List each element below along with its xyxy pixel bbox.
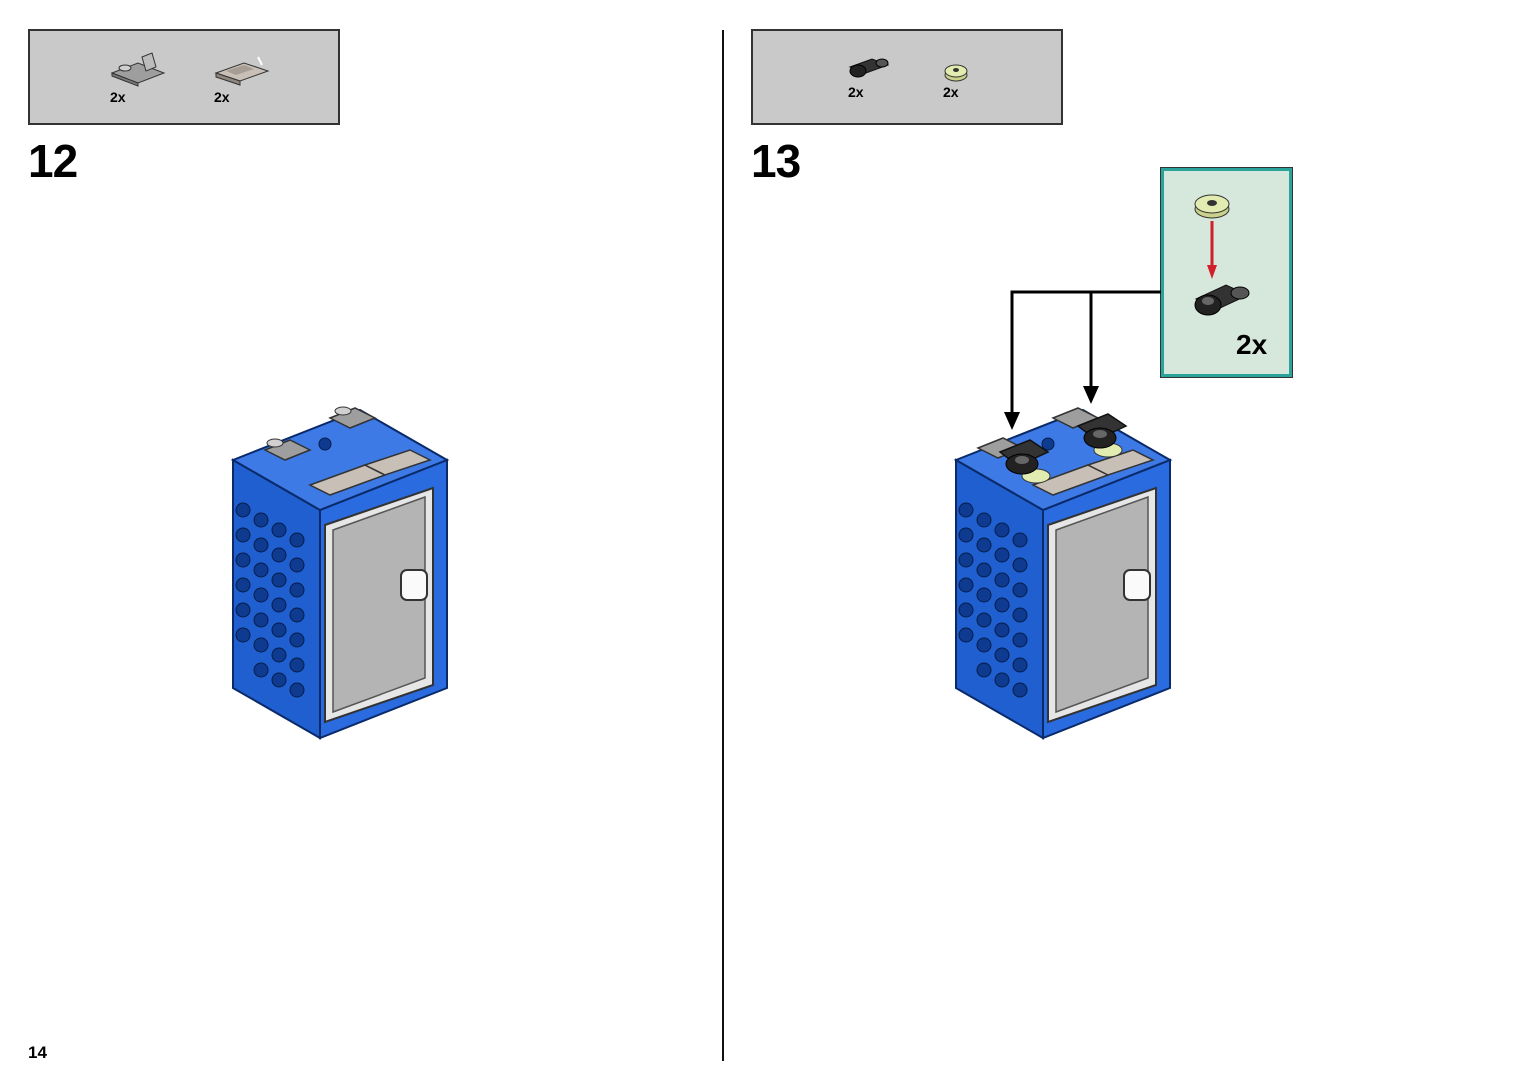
- sub-assembly-callout: 2x: [1160, 167, 1293, 378]
- part-qty-hinge-arm: 2x: [848, 84, 864, 100]
- hinge-arm-icon: [1194, 284, 1250, 316]
- part-qty-round-plate: 2x: [943, 84, 959, 100]
- callout-qty: 2x: [1236, 329, 1268, 360]
- step-number-13: 13: [751, 135, 801, 187]
- hinge-arm-icon: [848, 58, 890, 78]
- page-number: 14: [28, 1043, 47, 1062]
- part-qty-clip-plate: 2x: [110, 89, 126, 105]
- part-qty-tile-plate: 2x: [214, 89, 230, 105]
- parts-list-step-12: 2x 2x: [28, 29, 340, 125]
- cabinet-model-step-12: [230, 406, 450, 740]
- tile-plate-icon: [214, 56, 270, 86]
- step-number-12: 12: [28, 135, 78, 187]
- round-plate-icon: [944, 64, 968, 82]
- page-divider: [722, 30, 724, 1061]
- round-plate-icon: [1194, 194, 1230, 219]
- clip-plate-icon: [110, 52, 166, 87]
- parts-list-step-13: 2x 2x: [751, 29, 1063, 125]
- red-arrow-icon: [1207, 221, 1217, 279]
- cabinet-model-step-13: [953, 407, 1173, 740]
